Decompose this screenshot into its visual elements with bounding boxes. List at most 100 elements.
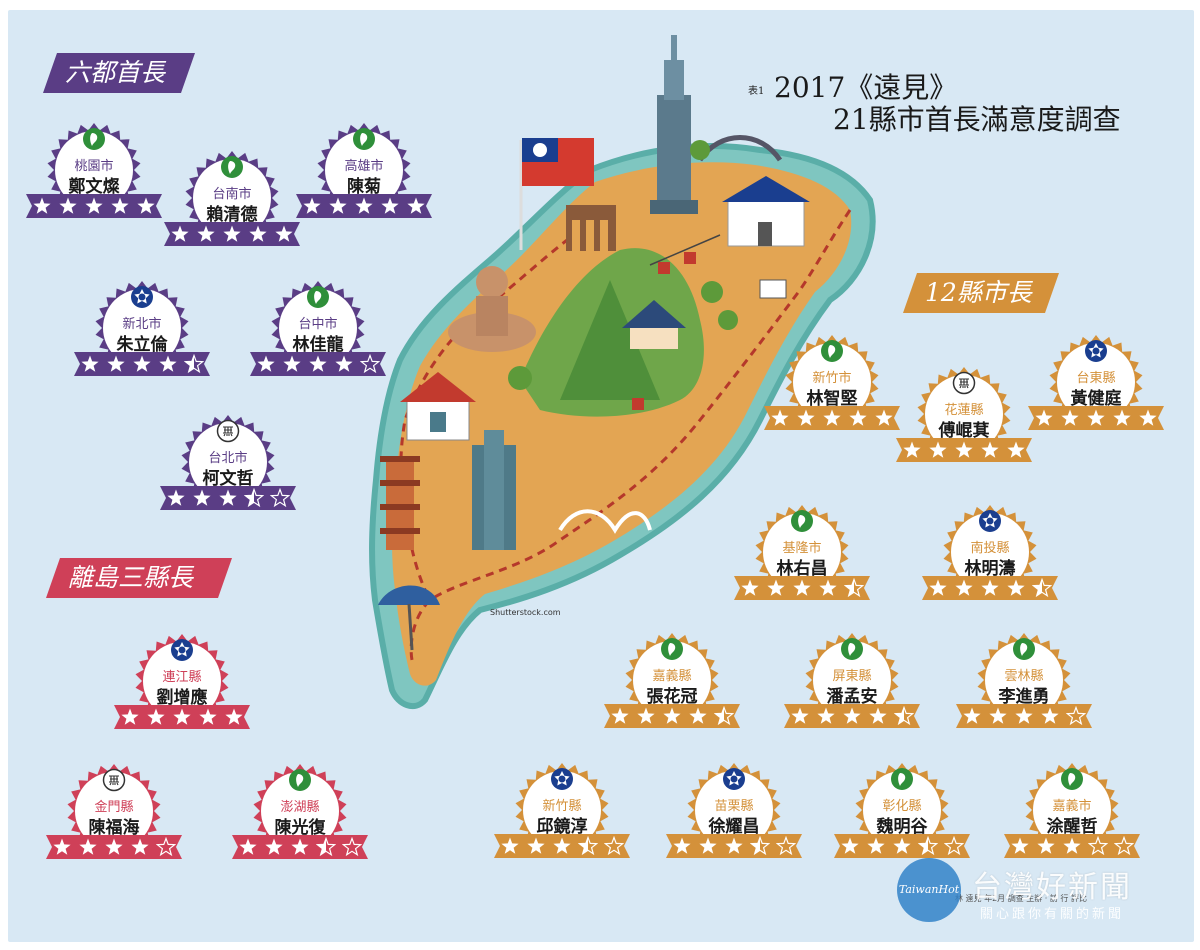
kmt-party-icon [171, 639, 193, 661]
badge-seal-icon [135, 634, 229, 728]
watermark-logo: TaiwanHot [897, 858, 961, 922]
badge-city: 台北市 [208, 451, 248, 466]
tree-icon [690, 140, 710, 160]
badge-嘉義縣: 嘉義縣張花冠 [604, 632, 740, 744]
badge-台東縣: 台東縣黃健庭 [1028, 334, 1164, 446]
star-rating [840, 836, 964, 856]
badge-新竹市: 新竹市林智堅 [764, 334, 900, 446]
star-rating [170, 224, 294, 244]
star-icon [133, 355, 151, 372]
badge-苗栗縣: 苗栗縣徐耀昌 [666, 762, 802, 874]
dpp-party-icon [289, 769, 311, 791]
star-icon [955, 579, 973, 596]
star-icon [275, 225, 293, 242]
star-rating [32, 196, 156, 216]
star-icon [111, 197, 129, 214]
star-icon [776, 836, 796, 856]
badge-name: 張花冠 [646, 687, 698, 707]
none-party-icon [102, 768, 126, 792]
star-icon [527, 837, 545, 854]
badge-name: 李進勇 [998, 687, 1050, 707]
badge-基隆市: 基隆市林右昌 [734, 504, 870, 616]
tree-icon [718, 310, 738, 330]
badge-seal-icon [855, 763, 949, 857]
star-icon [270, 488, 290, 508]
badge-seal-icon [515, 763, 609, 857]
star-icon [197, 225, 215, 242]
badge-name: 柯文哲 [202, 469, 254, 489]
star-icon [171, 225, 189, 242]
star-icon [79, 838, 97, 855]
star-icon [875, 409, 893, 426]
badge-city: 連江縣 [162, 670, 202, 685]
dpp-party-icon [1061, 768, 1083, 790]
star-icon [929, 579, 947, 596]
kmt-party-icon [979, 510, 1001, 532]
badge-屏東縣: 屏東縣潘孟安 [784, 632, 920, 744]
badge-city: 新北市 [122, 317, 162, 332]
cable-line [649, 234, 721, 266]
star-icon [1088, 836, 1108, 856]
star-icon [1015, 707, 1033, 724]
star-icon [750, 836, 770, 856]
star-rating [256, 354, 380, 374]
star-icon [1007, 579, 1025, 596]
badge-雲林縣: 雲林縣李進勇 [956, 632, 1092, 744]
kmt-party-icon [551, 768, 573, 790]
star-rating [962, 706, 1086, 726]
dpp-party-icon [661, 638, 683, 660]
arch-bridge-icon [558, 509, 652, 534]
star-icon [894, 706, 914, 726]
star-icon [714, 706, 734, 726]
badge-金門縣: 金門縣陳福海 [46, 763, 182, 875]
badge-name: 林右昌 [776, 559, 828, 579]
none-party-icon [952, 371, 976, 395]
star-rating [80, 354, 204, 374]
tree-icon [701, 281, 723, 303]
star-icon [316, 837, 336, 857]
star-icon [869, 707, 887, 724]
badge-嘉義市: 嘉義市涂醒哲 [1004, 762, 1140, 874]
cable-car-icon [658, 262, 670, 274]
star-rating [740, 578, 864, 598]
star-icon [407, 197, 425, 214]
star-icon [199, 708, 217, 725]
badge-seal-icon [1025, 763, 1119, 857]
star-icon [578, 836, 598, 856]
star-rating [672, 836, 796, 856]
star-icon [244, 488, 264, 508]
signboard-icon [759, 279, 787, 299]
star-icon [33, 197, 51, 214]
star-rating [302, 196, 426, 216]
star-rating [120, 707, 244, 727]
badge-name: 朱立倫 [116, 335, 168, 355]
badge-city: 澎湖縣 [280, 800, 320, 815]
badge-seal-icon [317, 123, 411, 217]
star-icon [85, 197, 103, 214]
pavilion-icon [622, 300, 686, 349]
badge-seal-icon [977, 633, 1071, 727]
star-icon [1066, 706, 1086, 726]
star-icon [249, 225, 267, 242]
dpp-party-icon [841, 638, 863, 660]
badge-city: 苗栗縣 [714, 799, 754, 814]
star-icon [219, 489, 237, 506]
badge-city: 新竹縣 [542, 799, 582, 814]
star-icon [1037, 837, 1055, 854]
badge-seal-icon [785, 335, 879, 429]
photo-credit: Shutterstock.com [490, 608, 561, 617]
badge-seal-icon [805, 633, 899, 727]
badge-seal-icon [181, 415, 275, 509]
badge-city: 花蓮縣 [944, 403, 984, 418]
badge-seal-icon [917, 367, 1011, 461]
star-icon [303, 197, 321, 214]
badge-city: 台中市 [298, 317, 338, 332]
star-rating [610, 706, 734, 726]
star-icon [929, 441, 947, 458]
star-icon [793, 579, 811, 596]
star-icon [107, 355, 125, 372]
badge-seal-icon [1049, 335, 1143, 429]
badge-city: 高雄市 [344, 159, 384, 174]
badge-seal-icon [755, 505, 849, 599]
badge-city: 新竹市 [812, 371, 852, 386]
